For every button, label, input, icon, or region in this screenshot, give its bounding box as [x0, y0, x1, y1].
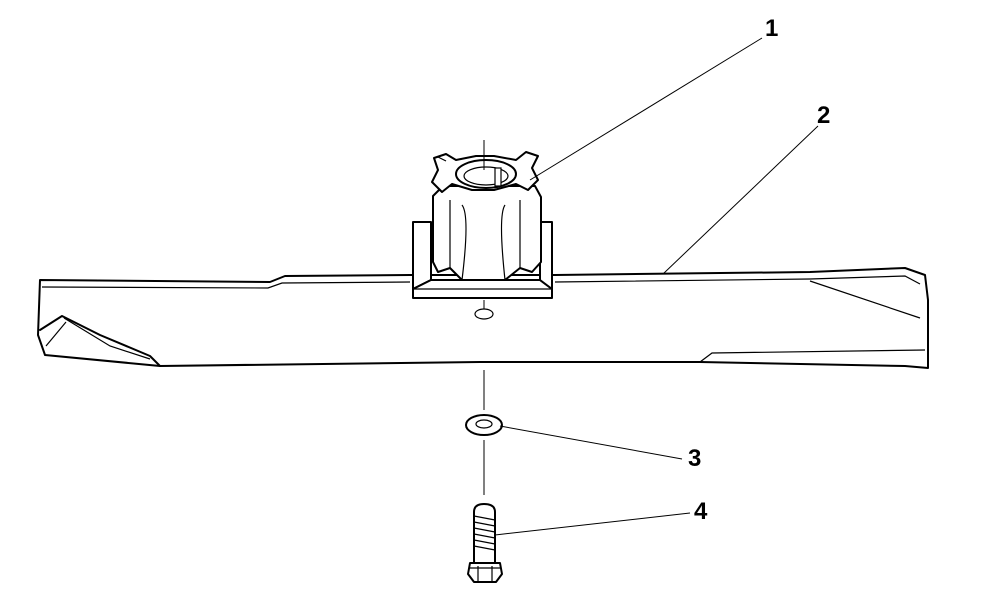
washer [465, 414, 503, 436]
callout-2: 2 [817, 102, 830, 129]
callout-1: 1 [765, 15, 778, 42]
leader-1 [529, 37, 763, 181]
leader-4 [494, 512, 691, 536]
blade [37, 267, 929, 369]
leader-3 [499, 425, 683, 460]
callout-3: 3 [688, 445, 701, 472]
callout-4: 4 [694, 498, 708, 525]
bolt [467, 503, 503, 583]
leader-2 [662, 125, 819, 275]
blade-adapter [412, 140, 553, 299]
blade-center-hole [474, 308, 494, 320]
